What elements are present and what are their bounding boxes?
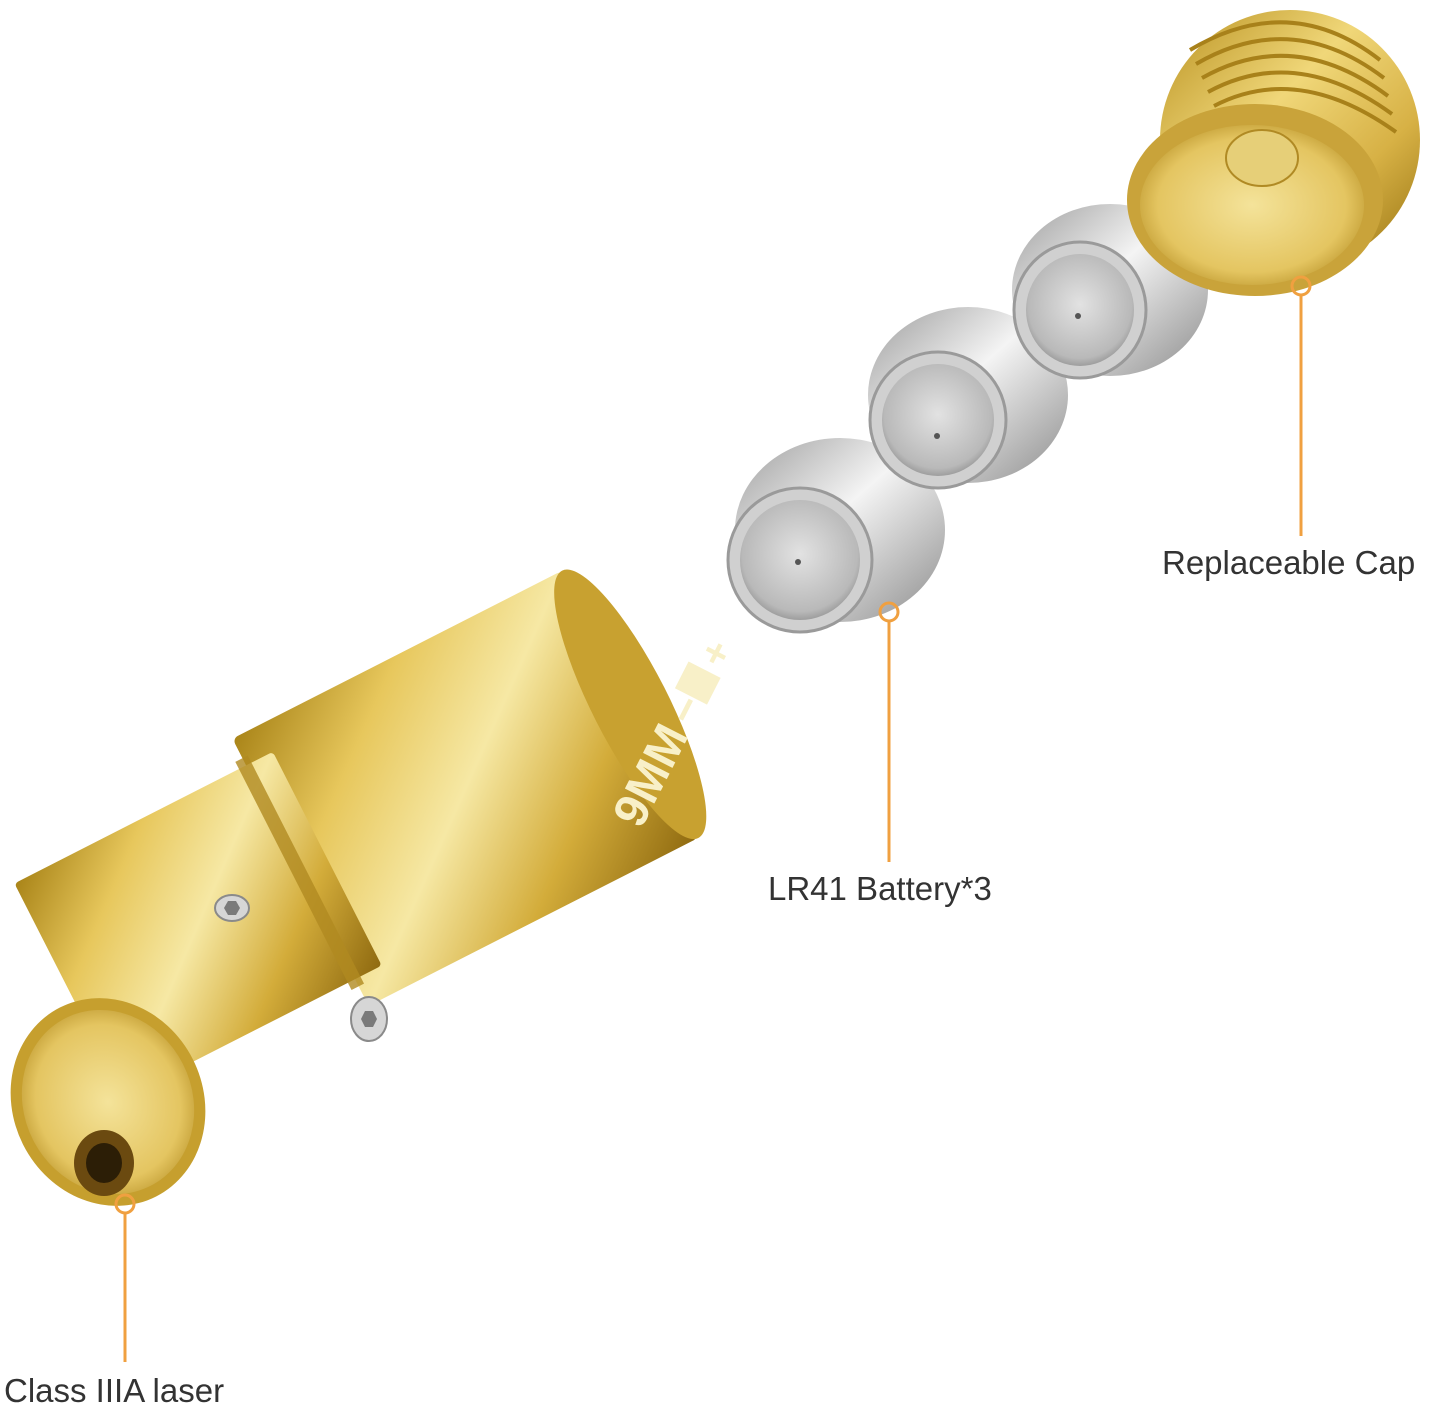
- hex-screw-icon: [214, 894, 250, 922]
- hex-screw-icon: [350, 996, 388, 1042]
- callout-label-laser: Class IIIA laser: [4, 1372, 225, 1409]
- battery-1: [726, 438, 945, 634]
- battery-symbol-icon: [674, 661, 721, 705]
- cap-contact: [1225, 129, 1299, 187]
- battery-2: [868, 307, 1068, 490]
- callout-label-cap: Replaceable Cap: [1162, 544, 1416, 581]
- battery-3: [1012, 204, 1208, 380]
- body-top-face: [554, 569, 707, 840]
- bore-sight-body: 9MM − +: [10, 569, 741, 1206]
- callout-laser-pointer: [114, 1193, 136, 1362]
- replaceable-cap: [1127, 10, 1420, 296]
- body-groove: [235, 755, 365, 990]
- laser-end-face: [10, 998, 206, 1206]
- callout-label-battery: LR41 Battery*3: [768, 870, 992, 907]
- callout-cap-pointer: [1290, 275, 1312, 536]
- callout-battery-pointer: [878, 601, 900, 862]
